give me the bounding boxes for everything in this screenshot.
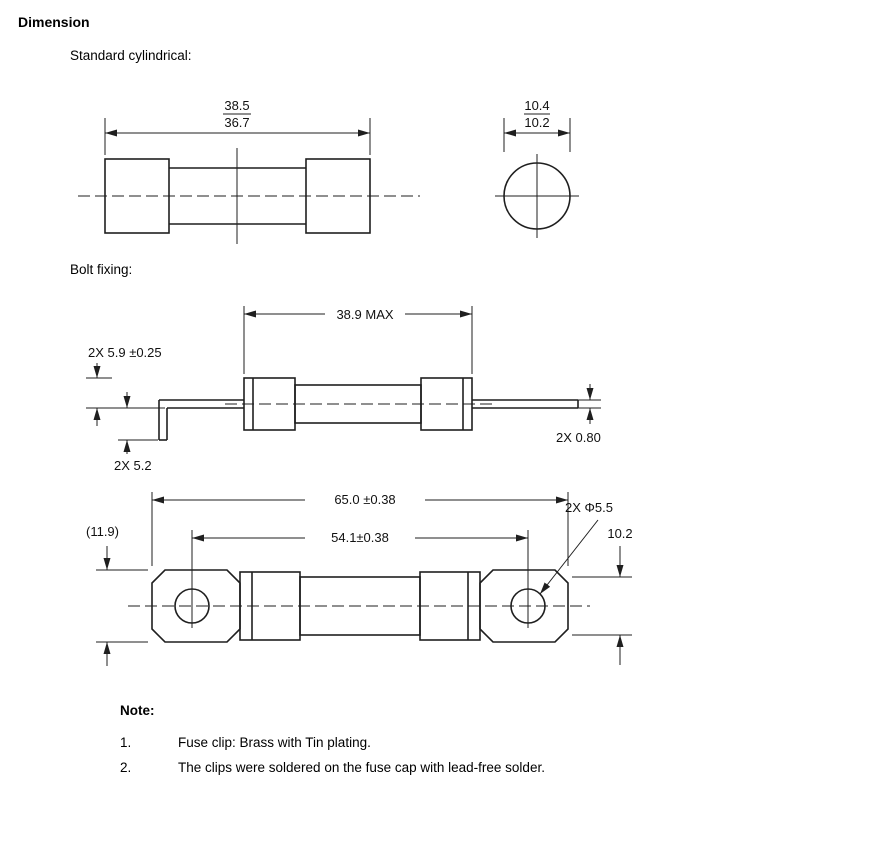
leader-line-hole-diameter: [539, 519, 599, 595]
dim-diameter-lower: 10.2: [524, 115, 549, 130]
dim-overall-length: 38.9 MAX: [336, 307, 393, 322]
bolt-fixing-side-view: 38.9 MAX 2X 5.9 ±0.25 2X 5.2 2X 0.80: [86, 306, 601, 473]
dim-overall-length-top: 65.0 ±0.38: [334, 492, 395, 507]
right-mounting-tab: [479, 569, 569, 643]
dim-length-lower: 36.7: [224, 115, 249, 130]
dim-diameter-upper: 10.4: [524, 98, 549, 113]
dim-hole-spacing: 54.1±0.38: [331, 530, 389, 545]
body-tube: [294, 384, 422, 424]
dim-hole-diameter: 2X Φ5.5: [565, 500, 613, 515]
cylindrical-end-view: 10.4 10.2: [495, 98, 579, 238]
dim-length-upper: 38.5: [224, 98, 249, 113]
dim-lead-height: 2X 5.9 ±0.25: [88, 345, 162, 360]
cylindrical-side-view: 38.5 36.7: [78, 98, 420, 244]
right-end-cap: [305, 158, 371, 234]
note-item-text: The clips were soldered on the fuse cap …: [178, 760, 545, 775]
left-end-cap: [104, 158, 170, 234]
dim-lead-bend: 2X 5.2: [114, 458, 152, 473]
note-item-number: 2.: [120, 760, 132, 775]
dim-lead-thickness: 2X 0.80: [556, 430, 601, 445]
dim-body-width: 10.2: [607, 526, 632, 541]
note-item-1: 1. Fuse clip: Brass with Tin plating.: [120, 735, 760, 750]
note-item-2: 2. The clips were soldered on the fuse c…: [120, 760, 760, 775]
note-item-number: 1.: [120, 735, 132, 750]
section-label-bolt-fixing: Bolt fixing:: [70, 262, 133, 277]
left-mounting-tab: [151, 569, 241, 643]
note-title: Note:: [120, 703, 155, 718]
dim-tab-width: (11.9): [86, 524, 119, 539]
page-title: Dimension: [18, 14, 90, 30]
section-label-standard-cylindrical: Standard cylindrical:: [70, 48, 192, 63]
bolt-fixing-top-view: 65.0 ±0.38 54.1±0.38 2X Φ5.5 10.2 (11.9): [86, 492, 633, 666]
note-item-text: Fuse clip: Brass with Tin plating.: [178, 735, 371, 750]
